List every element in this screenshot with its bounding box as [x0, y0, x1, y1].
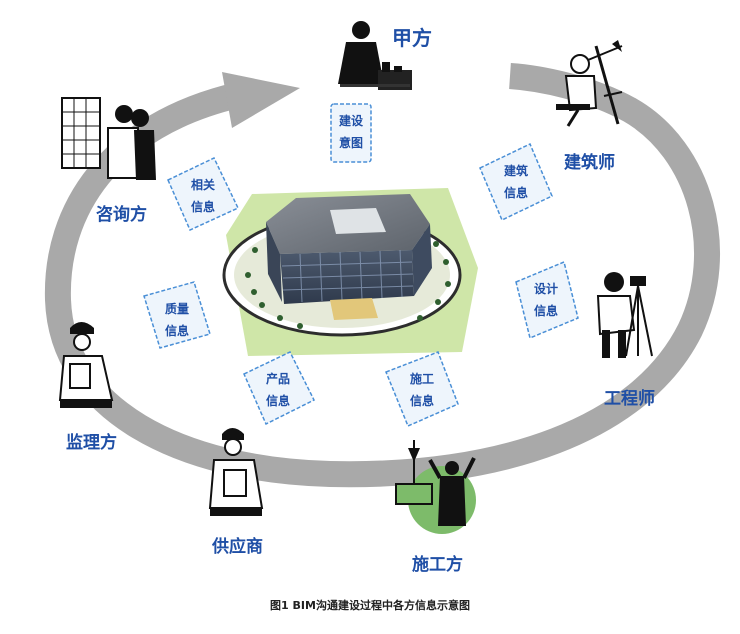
card-construction-intent: 建设 意图 — [329, 110, 373, 154]
card-line2: 信息 — [164, 324, 189, 338]
info-card-frames — [143, 103, 579, 427]
label-contractor: 施工方 — [412, 555, 463, 575]
card-line2: 信息 — [533, 304, 558, 318]
card-design-info: 设计 信息 — [524, 278, 568, 322]
engineer-figure-icon — [596, 272, 653, 358]
label-engineer: 工程师 — [604, 389, 655, 409]
card-line2: 信息 — [503, 186, 528, 200]
consultant-figure-icon — [61, 97, 156, 180]
card-construction-info: 施工 信息 — [400, 368, 444, 412]
supervisor-figure-icon — [58, 322, 114, 408]
card-related-info: 相关 信息 — [181, 174, 225, 218]
label-architect: 建筑师 — [564, 153, 615, 173]
label-supervisor: 监理方 — [66, 433, 117, 453]
ring-arrowhead — [222, 72, 300, 128]
card-line1: 相关 — [190, 178, 215, 192]
card-line2: 信息 — [265, 394, 290, 408]
card-quality-info: 质量 信息 — [155, 298, 199, 342]
figure-caption: 图1 BIM沟通建设过程中各方信息示意图 — [270, 599, 470, 612]
card-line1: 施工 — [409, 372, 434, 386]
card-frame-quality-info — [143, 281, 211, 349]
card-frame-related-info — [167, 157, 240, 231]
building-site — [222, 188, 478, 356]
card-frame-construction-intent — [330, 103, 372, 163]
card-line1: 设计 — [533, 282, 558, 296]
card-product-info: 产品 信息 — [256, 368, 300, 412]
card-frame-architecture-info — [479, 142, 553, 222]
card-architecture-info: 建筑 信息 — [494, 160, 538, 204]
card-line1: 质量 — [164, 302, 189, 316]
card-line1: 建筑 — [503, 164, 528, 178]
card-line2: 信息 — [190, 200, 215, 214]
contractor-figure-icon — [395, 440, 476, 534]
cycle-ring — [44, 63, 721, 488]
card-line1: 产品 — [265, 372, 290, 386]
label-supplier: 供应商 — [212, 537, 263, 557]
label-jiafang: 甲方 — [392, 26, 432, 50]
supplier-figure-icon — [208, 428, 264, 516]
card-line1: 建设 — [338, 114, 363, 128]
label-consultant: 咨询方 — [96, 205, 147, 225]
card-frame-construction-info — [385, 351, 459, 427]
owner-figure-icon — [338, 21, 412, 90]
card-frame-design-info — [515, 260, 579, 340]
architect-figure-icon — [556, 40, 623, 127]
card-frame-product-info — [243, 351, 316, 426]
card-line2: 意图 — [338, 136, 363, 150]
card-line2: 信息 — [409, 394, 434, 408]
